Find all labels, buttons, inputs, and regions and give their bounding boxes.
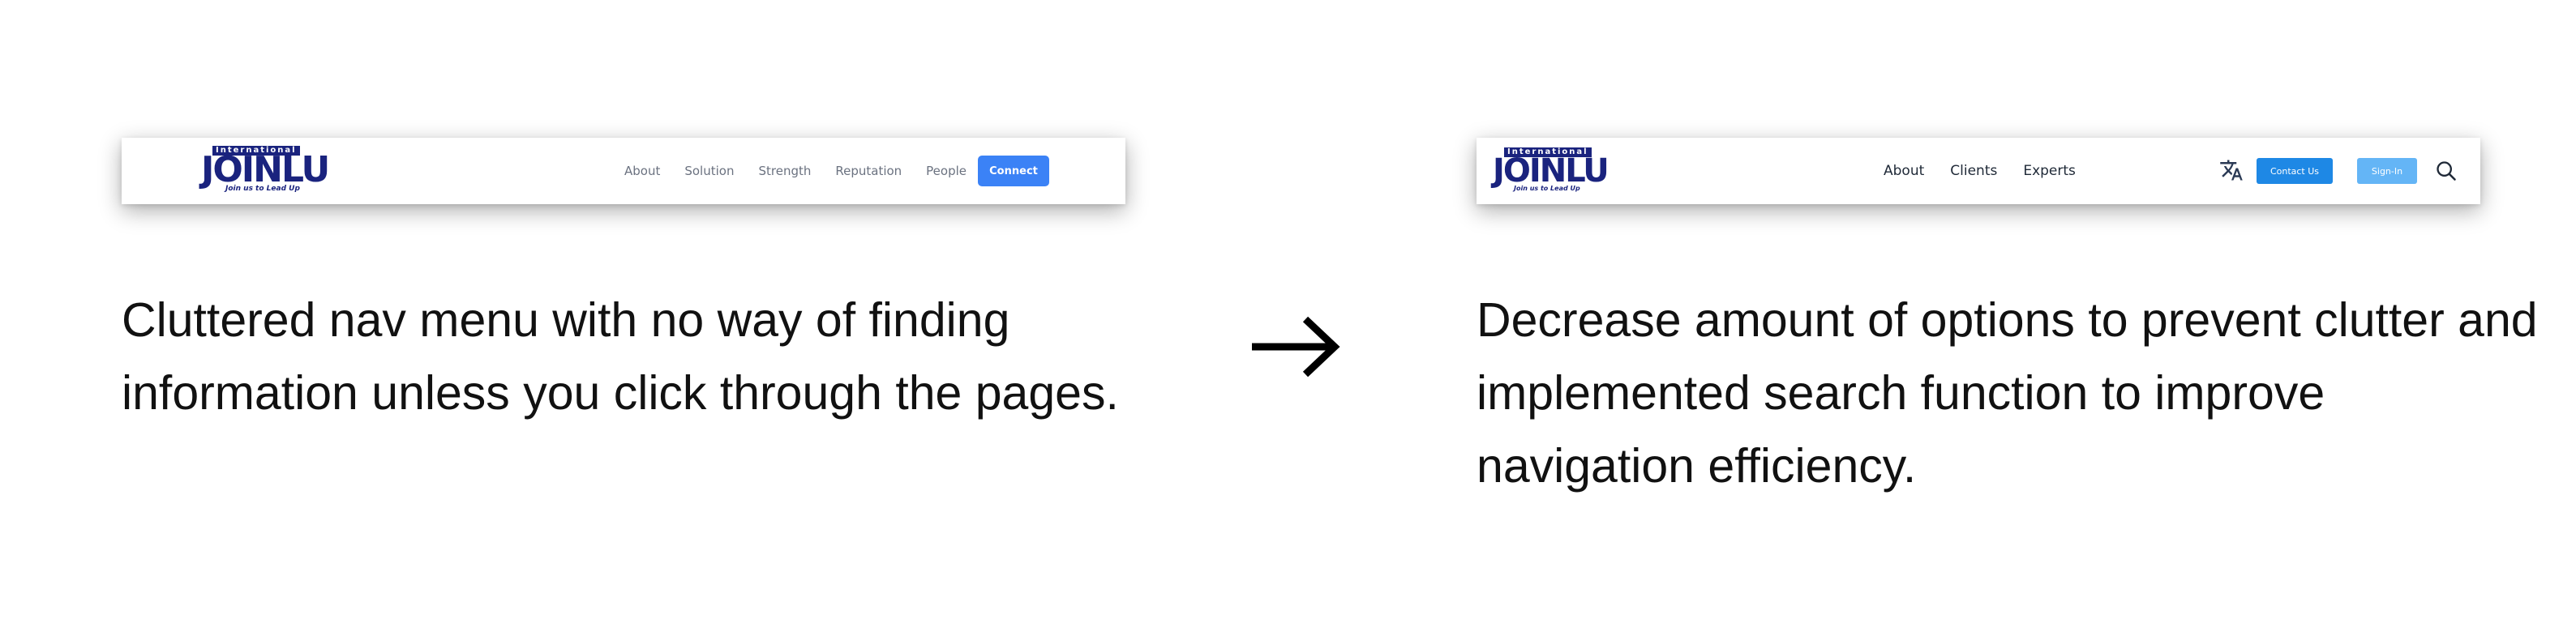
after-description: Decrease amount of options to prevent cl… xyxy=(1477,293,2538,493)
nav-item-strength[interactable]: Strength xyxy=(758,164,812,178)
nav-item-about[interactable]: About xyxy=(1884,163,1925,179)
logo-tagline: Join us to Lead Up xyxy=(1514,185,1580,192)
before-navbar: International JOINLU Join us to Lead Up … xyxy=(122,138,1125,204)
after-logo[interactable]: International JOINLU Join us to Lead Up xyxy=(1493,147,1609,193)
nav-item-reputation[interactable]: Reputation xyxy=(835,164,902,178)
after-navbar: International JOINLU Join us to Lead Up … xyxy=(1477,138,2480,204)
sign-in-button[interactable]: Sign-In xyxy=(2357,158,2417,184)
search-icon[interactable] xyxy=(2435,160,2458,182)
nav-item-about[interactable]: About xyxy=(624,164,661,178)
before-nav-menu: About Solution Strength Reputation Peopl… xyxy=(624,138,967,204)
after-nav-menu: About Clients Experts xyxy=(1884,138,2076,204)
nav-item-clients[interactable]: Clients xyxy=(1950,163,1998,179)
logo-international-text: International xyxy=(212,146,300,156)
nav-item-experts[interactable]: Experts xyxy=(2023,163,2076,179)
arrow-right-icon xyxy=(1252,316,1340,378)
logo-international-text: International xyxy=(1504,147,1592,157)
before-logo[interactable]: International JOINLU Join us to Lead Up xyxy=(201,146,330,193)
translate-icon[interactable] xyxy=(2219,158,2244,182)
logo-wordmark: JOINLU xyxy=(201,149,330,190)
logo-wordmark: JOINLU xyxy=(1493,152,1609,190)
before-description: Cluttered nav menu with no way of findin… xyxy=(122,293,1119,420)
nav-item-people[interactable]: People xyxy=(926,164,967,178)
contact-us-button[interactable]: Contact Us xyxy=(2257,158,2333,184)
nav-item-solution[interactable]: Solution xyxy=(684,164,735,178)
logo-tagline: Join us to Lead Up xyxy=(225,185,300,193)
connect-button[interactable]: Connect xyxy=(978,156,1049,186)
